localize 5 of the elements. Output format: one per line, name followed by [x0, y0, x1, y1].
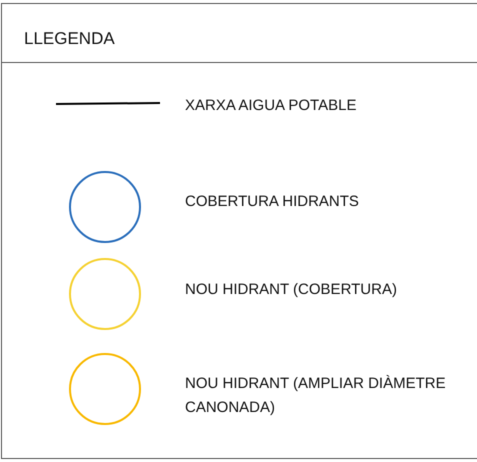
legend-label: NOU HIDRANT (COBERTURA) [185, 280, 398, 300]
legend-label: COBERTURA HIDRANTS [185, 192, 360, 212]
legend-title: LLEGENDA [24, 29, 115, 49]
legend-label: XARXA AIGUA POTABLE [185, 96, 358, 116]
legend-label: NOU HIDRANT (AMPLIAR DIÀMETRE CANONADA) [185, 374, 447, 418]
